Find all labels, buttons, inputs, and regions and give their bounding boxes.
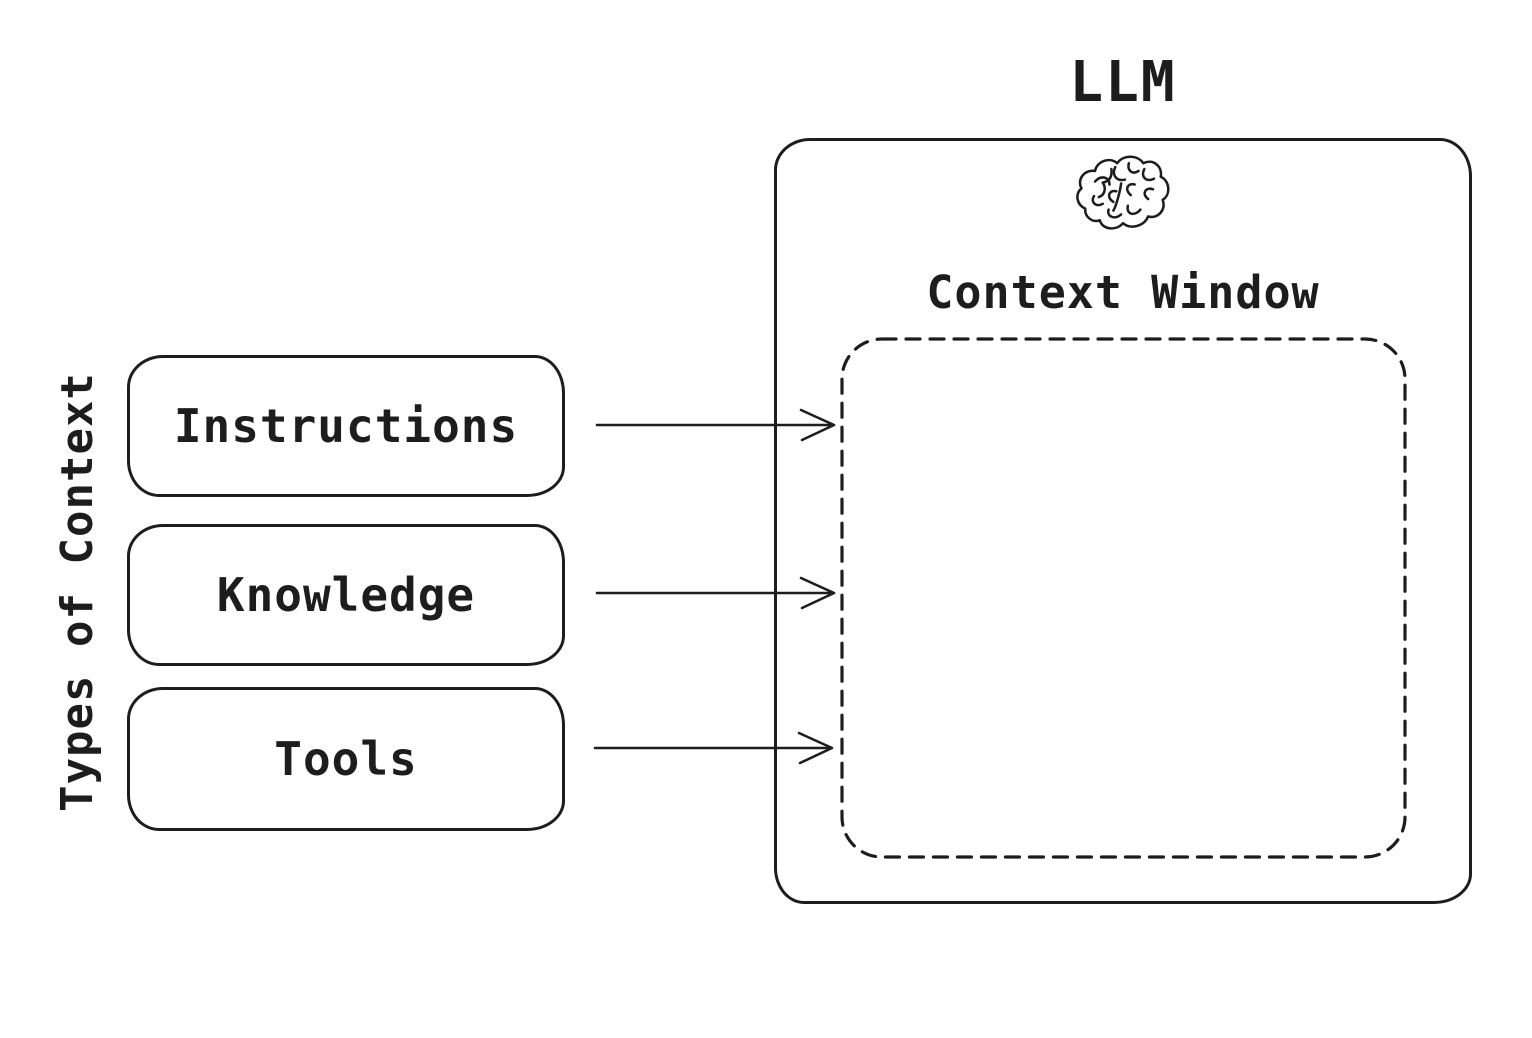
brain-icon [1076,155,1170,230]
context-type-box-knowledge: Knowledge [127,524,565,666]
context-type-box-instructions: Instructions [127,355,565,497]
context-window-label: Context Window [926,266,1320,319]
llm-title: LLM [1069,50,1177,115]
context-type-label-instructions: Instructions [173,399,519,453]
context-type-box-tools: Tools [127,687,565,831]
types-of-context-label: Types of Context [52,372,103,812]
context-window-dashed-area [840,337,1407,859]
context-type-label-tools: Tools [274,732,418,786]
context-type-label-knowledge: Knowledge [216,568,476,622]
llm-box [774,138,1472,904]
